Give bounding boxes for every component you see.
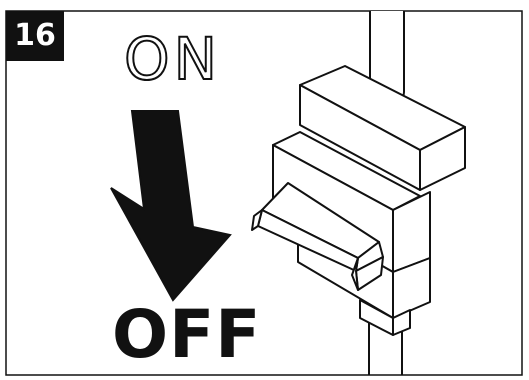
down-arrow-icon: [110, 110, 232, 302]
panel-border: [5, 10, 523, 376]
step-number-badge: 16: [6, 11, 64, 61]
conduit-bottom: [368, 320, 403, 375]
toggle-lever: [251, 182, 384, 291]
off-label: OFF: [112, 296, 262, 373]
on-label: ON: [123, 25, 222, 93]
